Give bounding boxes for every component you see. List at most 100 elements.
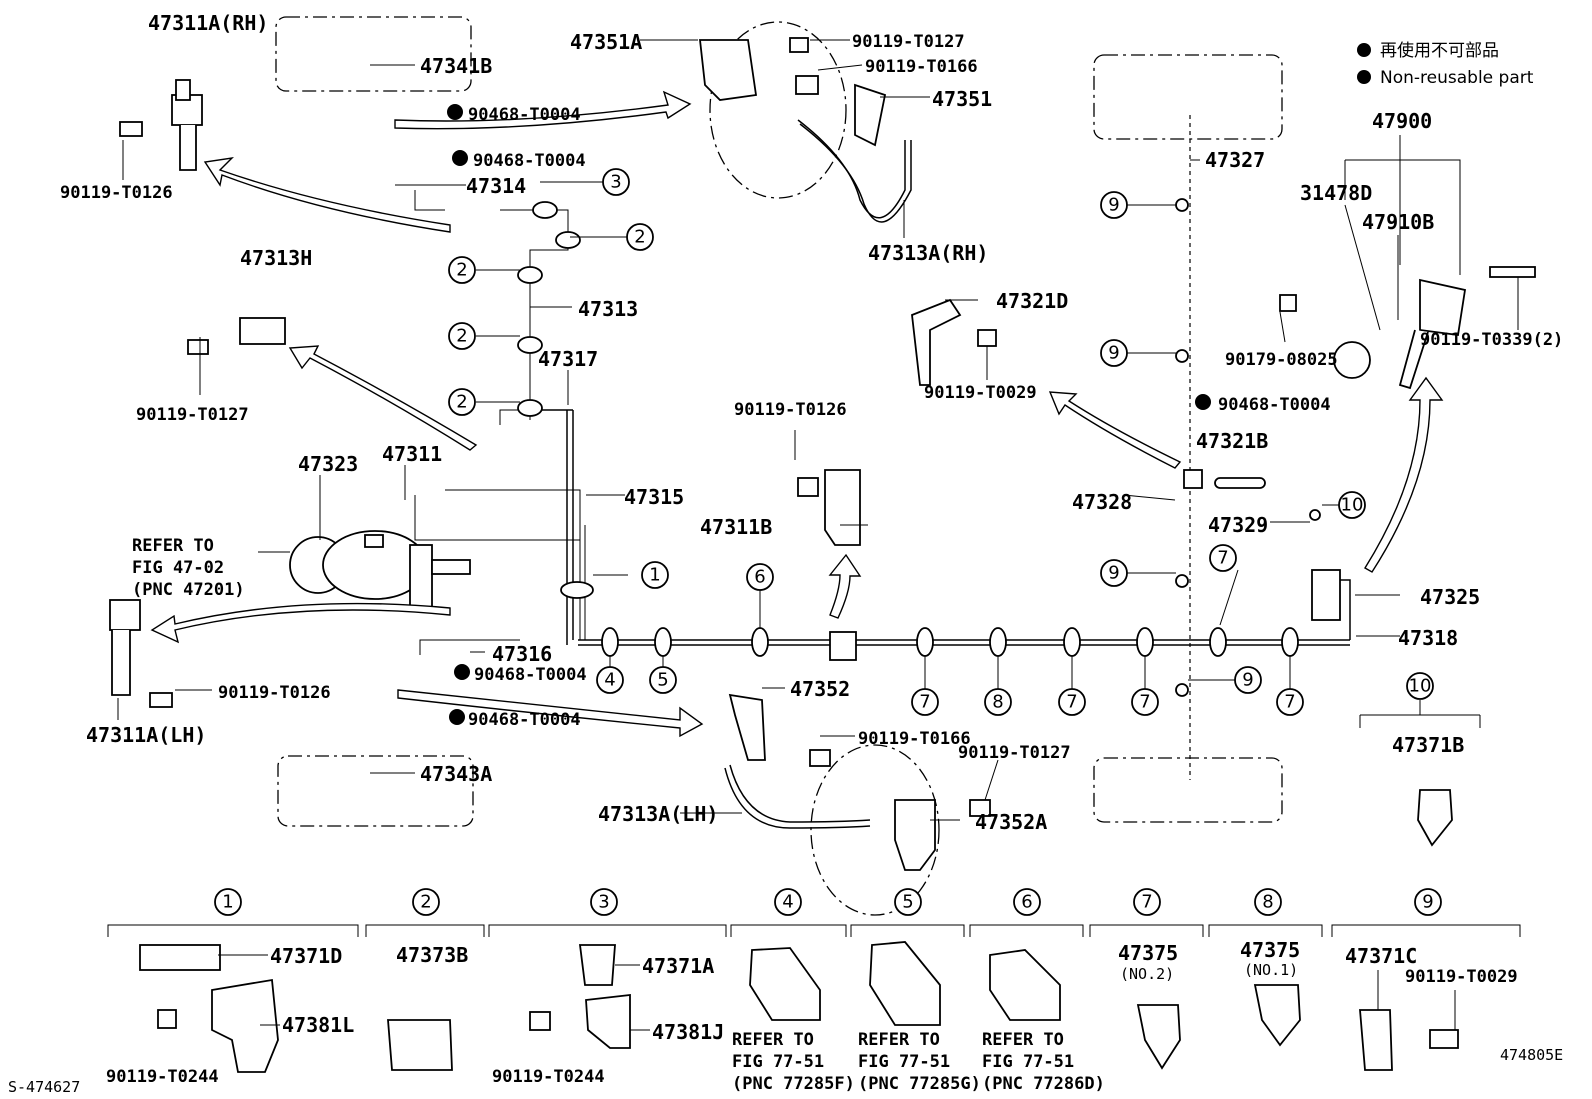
valve-47325-icon [1311,569,1341,621]
non-reusable-dot-icon [452,150,468,166]
box5-line3: (PNC 77285G) [858,1074,981,1094]
clip-47371a-icon [578,944,616,986]
label-47323: 47323 [298,452,358,476]
svg-text:6: 6 [1021,892,1032,913]
svg-text:8: 8 [1262,892,1273,913]
label-90119-T0126-m: 90119-T0126 [734,400,847,420]
box1-47371D: 47371D [270,944,342,968]
label-90119-T0127-m: 90119-T0127 [958,743,1071,763]
body-reference-box-top [275,16,472,92]
legend-callout-7: 7 [1133,888,1161,916]
refer-47201-line1: REFER TO [132,536,214,556]
box7-47375: 47375 [1118,941,1178,965]
callout-9: 9 [1100,559,1128,587]
label-31478D: 31478D [1300,181,1372,205]
label-90119-T0127-l: 90119-T0127 [136,405,249,425]
clip-47375-no2-icon [1136,1004,1181,1070]
height-sensor-icon [1419,278,1467,337]
svg-text:5: 5 [657,670,668,691]
label-47313A-LH: 47313A(LH) [598,802,718,826]
svg-text:9: 9 [1242,670,1253,691]
box1-90119-T0244: 90119-T0244 [106,1067,219,1087]
footer-right: 474805E [1500,1046,1563,1064]
clip-77285f-icon [749,947,821,1021]
svg-text:9: 9 [1108,343,1119,364]
bracket-47381l-icon [211,978,279,1073]
box4-line3: (PNC 77285F) [732,1074,855,1094]
label-47341B: 47341B [420,54,492,78]
callout-8: 8 [984,688,1012,716]
svg-text:10: 10 [1341,495,1364,516]
box1-47381L: 47381L [282,1013,354,1037]
arrow-to-47311B [828,553,862,619]
label-47910B: 47910B [1362,210,1434,234]
valve-lh-icon [109,599,141,631]
arrow-to-47311A-RH [203,156,451,233]
legend-en: Non-reusable part [1380,68,1534,88]
detail-circle-rh [709,21,847,199]
non-reusable-marker-icon [1357,43,1371,57]
svg-text:7: 7 [1217,548,1228,569]
label-47352: 47352 [790,677,850,701]
bracket-lh-icon [728,693,766,761]
box6-line2: FIG 77-51 [982,1052,1074,1072]
non-reusable-markers [447,104,1211,725]
box6-line1: REFER TO [982,1030,1064,1050]
bracket-right-icon [911,298,962,386]
legend: 再使用不可部品 Non-reusable part [1357,40,1534,88]
clip-47373b-icon [387,1019,453,1071]
label-47325: 47325 [1420,585,1480,609]
callout-10: 10 [1406,672,1434,700]
callout-7: 7 [1209,544,1237,572]
flex-hose-lh [729,764,871,823]
label-47329: 47329 [1208,513,1268,537]
svg-text:7: 7 [1139,692,1150,713]
clip-47371d-icon [139,944,221,971]
callout-7: 7 [1058,688,1086,716]
box4-line2: FIG 77-51 [732,1052,824,1072]
label-47352A: 47352A [975,810,1047,834]
label-47318: 47318 [1398,626,1458,650]
callout-7: 7 [1276,688,1304,716]
label-47317: 47317 [538,347,598,371]
legend-callout-3: 3 [590,888,618,916]
non-reusable-dot-icon [454,664,470,680]
svg-text:2: 2 [456,260,467,281]
svg-text:2: 2 [456,392,467,413]
box3-90119-T0244: 90119-T0244 [492,1067,605,1087]
svg-text:9: 9 [1422,892,1433,913]
label-90468-b: 90468-T0004 [473,151,586,171]
flex-hose-rh [797,119,906,219]
svg-text:4: 4 [604,670,615,691]
label-47351A: 47351A [570,30,642,54]
svg-text:1: 1 [649,565,660,586]
legend-callout-2: 2 [412,888,440,916]
label-47343A: 47343A [420,762,492,786]
label-47327: 47327 [1205,148,1265,172]
leader-lines [117,39,1519,821]
svg-text:4: 4 [782,892,793,913]
callout-9: 9 [1234,666,1262,694]
box4-line1: REFER TO [732,1030,814,1050]
non-reusable-marker-icon [1357,70,1371,84]
svg-text:2: 2 [456,326,467,347]
callout-3: 3 [602,168,630,196]
svg-text:3: 3 [610,172,621,193]
label-47321D: 47321D [996,289,1068,313]
legend-callout-4: 4 [774,888,802,916]
diagram-callouts: 3 2 2 2 2 1 4 5 6 7 8 7 7 7 7 9 9 9 9 10… [448,168,1434,716]
label-47311B: 47311B [700,515,772,539]
svg-text:10: 10 [1409,676,1432,697]
callout-4: 4 [596,666,624,694]
box9-47371C: 47371C [1345,944,1417,968]
svg-text:3: 3 [598,892,609,913]
svg-text:9: 9 [1108,563,1119,584]
svg-text:8: 8 [992,692,1003,713]
bracket-rh-icon [698,39,758,101]
part-shapes [109,37,1536,871]
label-90119-T0126-l: 90119-T0126 [218,683,331,703]
label-90468-d: 90468-T0004 [468,710,581,730]
label-47321B: 47321B [1196,429,1268,453]
